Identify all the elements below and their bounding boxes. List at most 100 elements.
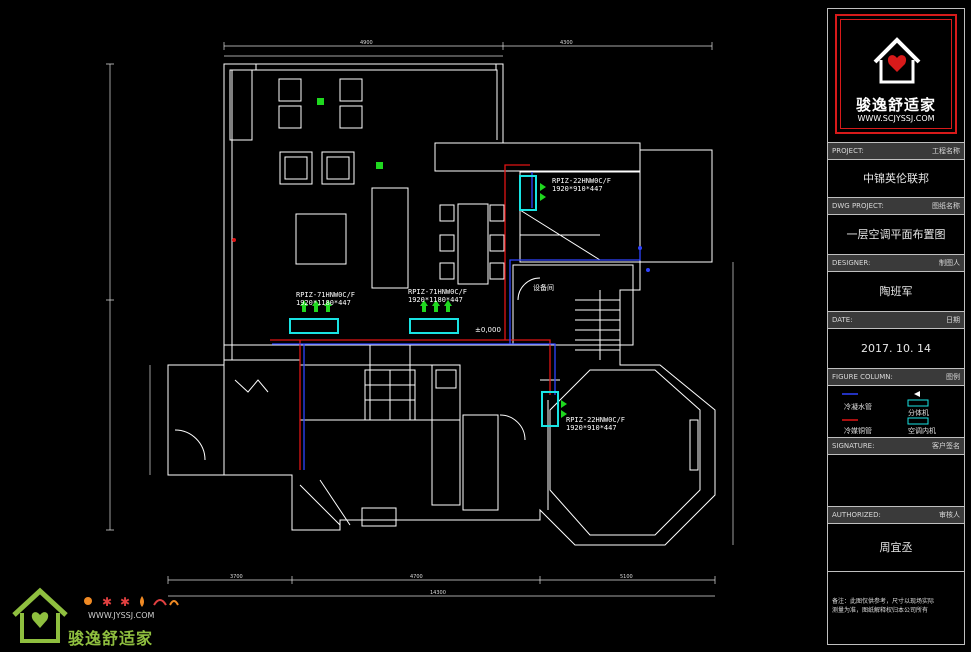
note-line-2: 测量为准，图纸解释权归本公司所有 <box>832 607 929 614</box>
project-label-cn: 工程名称 <box>932 147 960 155</box>
marker <box>638 246 642 250</box>
refrigerant-pipe <box>270 164 551 470</box>
corridor <box>224 344 513 420</box>
octagon-room <box>549 369 701 536</box>
ac-size: 1920*910*447 <box>552 185 603 193</box>
ac-unit-4 <box>541 391 559 427</box>
authorized-name: 周宜丞 <box>828 523 964 571</box>
house-logo-icon <box>873 37 921 84</box>
dim-text: 3700 <box>230 574 243 580</box>
svg-text:✱: ✱ <box>120 595 130 609</box>
authorized-header: AUTHORIZED: 审核人 <box>828 506 964 523</box>
marker <box>646 268 650 272</box>
chair-4 <box>489 204 505 222</box>
dim-text: 4300 <box>560 40 573 46</box>
stair-diagonal <box>519 209 601 261</box>
designer-header: DESIGNER: 制图人 <box>828 254 964 271</box>
door-arc <box>517 277 541 301</box>
watermark-house-icon <box>12 587 68 643</box>
ac-size: 1920*910*447 <box>566 424 617 432</box>
chair-5 <box>489 234 505 252</box>
room-label-equipment: 设备间 <box>533 284 554 292</box>
legend-split: 分体机 <box>908 409 929 417</box>
airflow-arrow <box>561 400 567 418</box>
designer-label-cn: 制图人 <box>939 259 960 267</box>
window-top <box>255 63 497 71</box>
figure-label-cn: 图例 <box>946 373 960 381</box>
ac-model: RPIZ-22HNW0C/F <box>552 177 612 185</box>
table-d <box>339 105 363 129</box>
dining-table <box>457 203 489 285</box>
dim-text: 14300 <box>430 590 446 596</box>
project-header: PROJECT: 工程名称 <box>828 142 964 159</box>
ac-label-1: RPIZ-71HNW0C/F 1920*1180*447 <box>296 291 355 307</box>
table-a <box>278 78 302 102</box>
ac-size: 1920*1180*447 <box>296 299 351 307</box>
ac-label-3: RPIZ-22HNW0C/F 1920*910*447 <box>552 177 611 193</box>
dim-text: 5100 <box>620 574 633 580</box>
watermark-brand: 骏逸舒适家 <box>68 629 154 648</box>
room-upper-right <box>519 171 641 263</box>
dwg-label: DWG PROJECT: <box>832 202 884 210</box>
sofa <box>371 187 409 289</box>
kitchen-cabinet <box>229 69 253 141</box>
elevation-label: ±0,000 <box>475 326 501 334</box>
signature-label: SIGNATURE: <box>832 442 875 450</box>
legend-refrigerant: 冷媒铜管 <box>844 427 872 435</box>
coffee-table <box>295 213 347 265</box>
signature-label-cn: 客户签名 <box>932 442 960 450</box>
airflow-arrow <box>540 183 546 201</box>
table-c <box>278 105 302 129</box>
ac-unit-3 <box>519 175 537 211</box>
indoor-unit-legend-box <box>907 417 929 425</box>
date-header: DATE: 日期 <box>828 311 964 328</box>
window-right <box>689 419 699 471</box>
authorized-label-cn: 审核人 <box>939 511 960 519</box>
signature-header: SIGNATURE: 客户签名 <box>828 437 964 454</box>
legend-icons <box>842 391 929 425</box>
wall-inner <box>230 69 498 360</box>
designer-name: 陶班军 <box>828 271 964 311</box>
date-label-cn: 日期 <box>946 316 960 324</box>
chair-3 <box>439 262 455 280</box>
dim-text: 4900 <box>360 40 373 46</box>
date-label: DATE: <box>832 316 853 324</box>
logo-url: WWW.SCJYSSJ.COM <box>857 114 935 123</box>
signature-area <box>828 454 964 506</box>
ac-model: RPIZ-22HNW0C/F <box>566 416 626 424</box>
dim-left <box>106 63 114 531</box>
floor-plan: 4900 4300 3700 4700 5100 14300 <box>106 40 734 597</box>
left-door <box>174 429 206 461</box>
legend: 冷凝水管 分体机 冷媒铜管 空调内机 <box>828 385 964 437</box>
weather-icons: ✱ ✱ <box>84 595 179 609</box>
title-block: 骏逸舒适家 WWW.SCJYSSJ.COM PROJECT: 工程名称 中锦英伦… <box>827 8 965 645</box>
ac-label-2: RPIZ-71HNW0C/F 1920*1180*447 <box>408 288 467 304</box>
bath <box>462 414 499 511</box>
ac-unit-2 <box>409 318 459 334</box>
dwg-label-cn: 图纸名称 <box>932 202 960 210</box>
authorized-label: AUTHORIZED: <box>832 511 881 519</box>
chair-1 <box>439 204 455 222</box>
equipment-room <box>512 264 634 346</box>
dwg-header: DWG PROJECT: 图纸名称 <box>828 197 964 214</box>
zigzag <box>234 379 269 393</box>
split-unit-legend-box <box>907 399 929 407</box>
left-room <box>167 364 225 476</box>
figure-label: FIGURE COLUMN: <box>832 373 893 381</box>
project-label: PROJECT: <box>832 147 864 155</box>
svg-text:✱: ✱ <box>102 595 112 609</box>
kitchen-sink <box>361 507 397 527</box>
designer-label: DESIGNER: <box>832 259 871 267</box>
stool-b <box>321 151 355 185</box>
chair-6 <box>489 262 505 280</box>
dwg-name: 一层空调平面布置图 <box>828 214 964 254</box>
date-value: 2017. 10. 14 <box>828 328 964 368</box>
sensor-icon <box>317 98 324 105</box>
stool-a-in <box>284 156 308 180</box>
stove <box>435 369 457 389</box>
stair-block <box>434 142 641 172</box>
kitchen-lower <box>299 419 460 526</box>
project-name: 中锦英伦联邦 <box>828 159 964 197</box>
airflow-arrow <box>300 300 332 312</box>
dim-bottom <box>167 576 716 584</box>
